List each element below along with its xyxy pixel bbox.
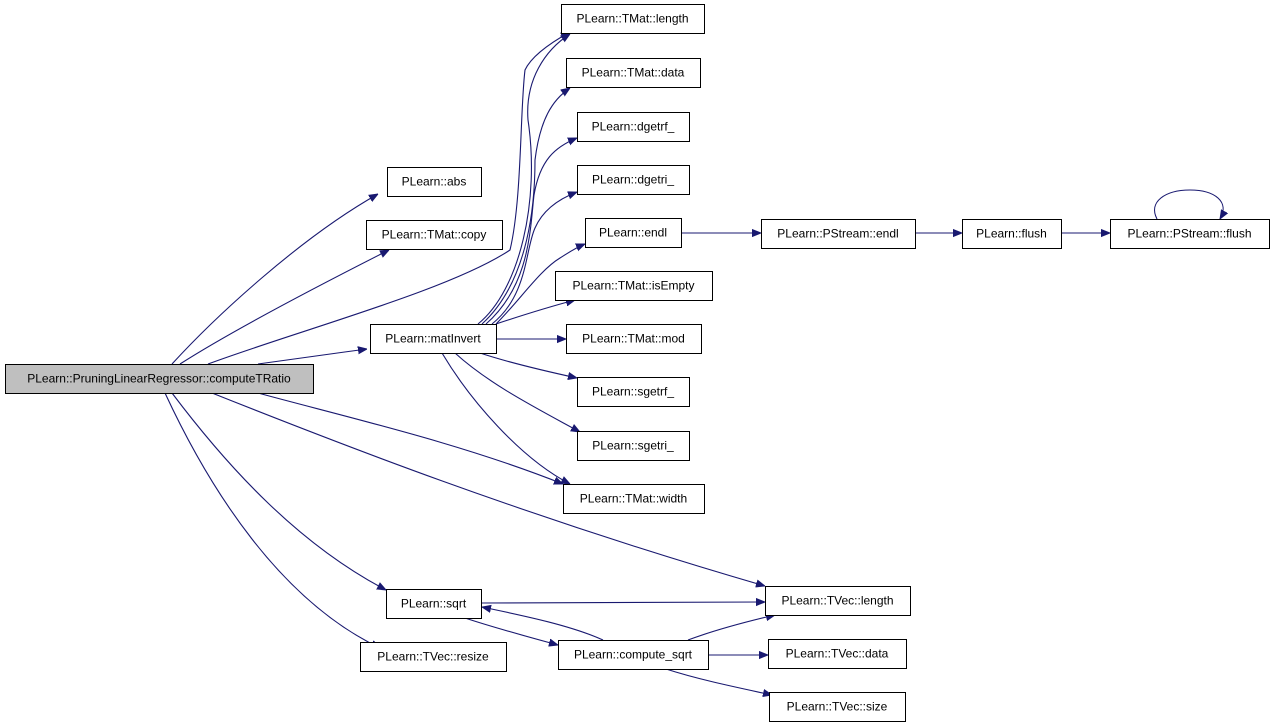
- node-label: PLearn::PStream::flush: [1127, 227, 1251, 241]
- node-label: PLearn::dgetri_: [592, 173, 674, 187]
- edge-matInvert-to-tmat-data: [481, 88, 570, 325]
- edge-matInvert-to-tmat-length: [477, 34, 570, 325]
- node-copy[interactable]: PLearn::TMat::copy: [366, 220, 503, 250]
- edge-matInvert-to-dgetri: [491, 192, 577, 325]
- node-box[interactable]: [577, 431, 690, 461]
- edges-layer: [164, 32, 1224, 695]
- edge-matInvert-to-endl: [495, 243, 585, 325]
- node-mod[interactable]: PLearn::TMat::mod: [566, 324, 702, 354]
- node-box[interactable]: [5, 364, 314, 394]
- node-label: PLearn::TMat::data: [582, 66, 685, 80]
- node-isEmpty[interactable]: PLearn::TMat::isEmpty: [555, 271, 713, 301]
- node-box[interactable]: [577, 112, 690, 142]
- node-label: PLearn::TMat::mod: [582, 332, 685, 346]
- edge-matInvert-to-isEmpty: [495, 300, 575, 325]
- edge-compute-sqrt-to-sqrt: [482, 607, 604, 641]
- node-label: PLearn::PStream::endl: [777, 227, 898, 241]
- node-box[interactable]: [577, 377, 690, 407]
- node-label: PLearn::abs: [402, 175, 467, 189]
- node-flush[interactable]: PLearn::flush: [962, 219, 1062, 249]
- node-box[interactable]: [577, 165, 690, 195]
- node-box[interactable]: [1110, 219, 1270, 249]
- node-sqrt[interactable]: PLearn::sqrt: [386, 589, 482, 619]
- node-label: PLearn::TMat::copy: [382, 228, 487, 242]
- node-label: PLearn::TVec::length: [781, 594, 893, 608]
- node-endl[interactable]: PLearn::endl: [585, 218, 682, 248]
- node-label: PLearn::TVec::data: [786, 647, 889, 661]
- node-label: PLearn::PruningLinearRegressor::computeT…: [27, 372, 291, 386]
- node-label: PLearn::endl: [599, 226, 667, 240]
- node-pstream-flush[interactable]: PLearn::PStream::flush: [1110, 219, 1270, 249]
- node-box[interactable]: [366, 220, 503, 250]
- edge-compute-sqrt-to-tvec-length: [687, 615, 775, 641]
- node-box[interactable]: [768, 639, 907, 669]
- node-tvec-size[interactable]: PLearn::TVec::size: [769, 692, 906, 722]
- node-box[interactable]: [558, 640, 709, 670]
- edge-root-to-copy: [179, 250, 389, 365]
- node-sgetri[interactable]: PLearn::sgetri_: [577, 431, 690, 461]
- node-box[interactable]: [555, 271, 713, 301]
- node-tvec-length[interactable]: PLearn::TVec::length: [765, 586, 911, 616]
- node-box[interactable]: [370, 324, 497, 354]
- edge-matInvert-to-dgetrf: [485, 137, 577, 325]
- node-matInvert[interactable]: PLearn::matInvert: [370, 324, 497, 354]
- node-tmat-width[interactable]: PLearn::TMat::width: [563, 484, 705, 514]
- edge-matInvert-to-sgetrf: [479, 352, 577, 378]
- node-compute-sqrt[interactable]: PLearn::compute_sqrt: [558, 640, 709, 670]
- node-label: PLearn::flush: [976, 227, 1047, 241]
- edge-sqrt-to-compute-sqrt: [464, 617, 558, 645]
- edge-root-to-matInvert: [257, 349, 367, 365]
- node-box[interactable]: [566, 324, 702, 354]
- edge-compute-sqrt-to-tvec-size: [665, 668, 772, 695]
- node-label: PLearn::sgetri_: [592, 439, 674, 453]
- node-box[interactable]: [761, 219, 916, 249]
- node-box[interactable]: [585, 218, 682, 248]
- node-label: PLearn::TVec::size: [787, 700, 888, 714]
- node-box[interactable]: [563, 484, 705, 514]
- edge-root-to-sqrt: [171, 392, 386, 590]
- node-box[interactable]: [360, 642, 507, 672]
- node-pstream-endl[interactable]: PLearn::PStream::endl: [761, 219, 916, 249]
- node-box[interactable]: [962, 219, 1062, 249]
- node-dgetrf[interactable]: PLearn::dgetrf_: [577, 112, 690, 142]
- edge-root-to-resize: [164, 392, 380, 648]
- node-root[interactable]: PLearn::PruningLinearRegressor::computeT…: [5, 364, 314, 394]
- nodes-layer: PLearn::PruningLinearRegressor::computeT…: [5, 4, 1270, 722]
- node-tmat-data[interactable]: PLearn::TMat::data: [566, 58, 701, 88]
- node-label: PLearn::TMat::isEmpty: [572, 279, 694, 293]
- node-dgetri[interactable]: PLearn::dgetri_: [577, 165, 690, 195]
- node-label: PLearn::sgetrf_: [592, 385, 674, 399]
- node-label: PLearn::TMat::width: [580, 492, 687, 506]
- node-label: PLearn::sqrt: [401, 597, 467, 611]
- edge-root-to-tmat-width: [257, 392, 563, 485]
- edge-root-to-tmat-length: [207, 32, 570, 365]
- node-tmat-length[interactable]: PLearn::TMat::length: [561, 4, 705, 34]
- node-box[interactable]: [765, 586, 911, 616]
- node-tvec-data[interactable]: PLearn::TVec::data: [768, 639, 907, 669]
- node-resize[interactable]: PLearn::TVec::resize: [360, 642, 507, 672]
- node-label: PLearn::TVec::resize: [377, 650, 489, 664]
- edge-root-to-abs: [171, 194, 378, 365]
- node-label: PLearn::TMat::length: [576, 12, 688, 26]
- node-label: PLearn::dgetrf_: [592, 120, 675, 134]
- edge-matInvert-to-tmat-width: [441, 352, 570, 484]
- node-label: PLearn::compute_sqrt: [574, 648, 693, 662]
- node-box[interactable]: [561, 4, 705, 34]
- node-box[interactable]: [386, 589, 482, 619]
- node-abs[interactable]: PLearn::abs: [387, 167, 482, 197]
- edge-root-to-tvec-length: [211, 392, 765, 586]
- node-label: PLearn::matInvert: [385, 332, 481, 346]
- node-box[interactable]: [769, 692, 906, 722]
- node-box[interactable]: [566, 58, 701, 88]
- node-sgetrf[interactable]: PLearn::sgetrf_: [577, 377, 690, 407]
- edge-sqrt-to-tvec-length: [480, 602, 765, 603]
- node-box[interactable]: [387, 167, 482, 197]
- edge-pstream-flush-to-pstream-flush: [1154, 189, 1224, 219]
- edge-matInvert-to-sgetri: [454, 352, 580, 432]
